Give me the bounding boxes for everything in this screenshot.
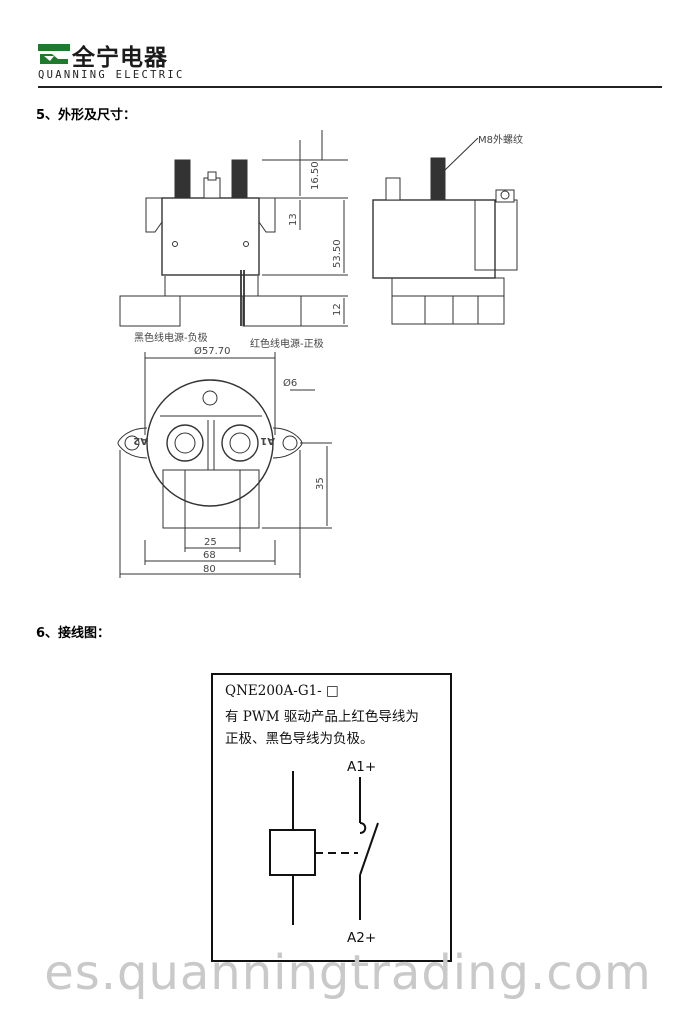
dim-25: 25 [204,537,217,548]
terminal-a2: A2 [133,435,148,446]
front-view [119,130,348,327]
wiring-diagram: QNE200A-G1- □ 有 PWM 驱动产品上红色导线为 正极、黑色导线为负… [211,673,452,962]
company-logo-icon [38,44,70,64]
side-view [372,137,518,325]
wiring-note-line2: 正极、黑色导线为负极。 [225,731,374,747]
top-view [117,352,332,578]
dim-80: 80 [203,564,216,575]
model-code: QNE200A-G1- □ [225,683,339,699]
dim-68: 68 [203,550,216,561]
dim-13: 13 [288,213,299,226]
hole-label: Ø6 [283,377,297,389]
site-watermark: es.quanningtrading.com [44,945,652,1001]
dia-label: Ø57.70 [194,345,231,357]
dim-35: 35 [315,477,326,490]
dim-53-50: 53.50 [332,239,343,268]
brand-name-en: QUANNING ELECTRIC [38,69,185,81]
section-5-title: 5、外形及尺寸： [36,108,137,123]
terminal-a1: A1 [260,435,275,446]
a2-plus-label: A2+ [347,930,376,946]
dimension-drawing: 16.50 13 53.50 12 M8外螺纹 黑色线电源-负极 红色线电源-正… [117,130,523,578]
black-wire-label: 黑色线电源-负极 [134,331,208,344]
red-wire-label: 红色线电源-正极 [250,337,324,350]
dim-16-50: 16.50 [310,161,321,190]
dim-12: 12 [332,303,343,316]
a1-plus-label: A1+ [347,759,376,775]
section-6-title: 6、接线图： [36,626,111,641]
wiring-note-line1: 有 PWM 驱动产品上红色导线为 [225,709,419,725]
thread-label: M8外螺纹 [478,133,523,146]
brand-name-cn: 全宁电器 [72,45,168,71]
wiring-schematic: A1+ A2+ [269,759,379,946]
page-header: 全宁电器 QUANNING ELECTRIC [38,38,662,88]
header-divider [38,86,662,88]
